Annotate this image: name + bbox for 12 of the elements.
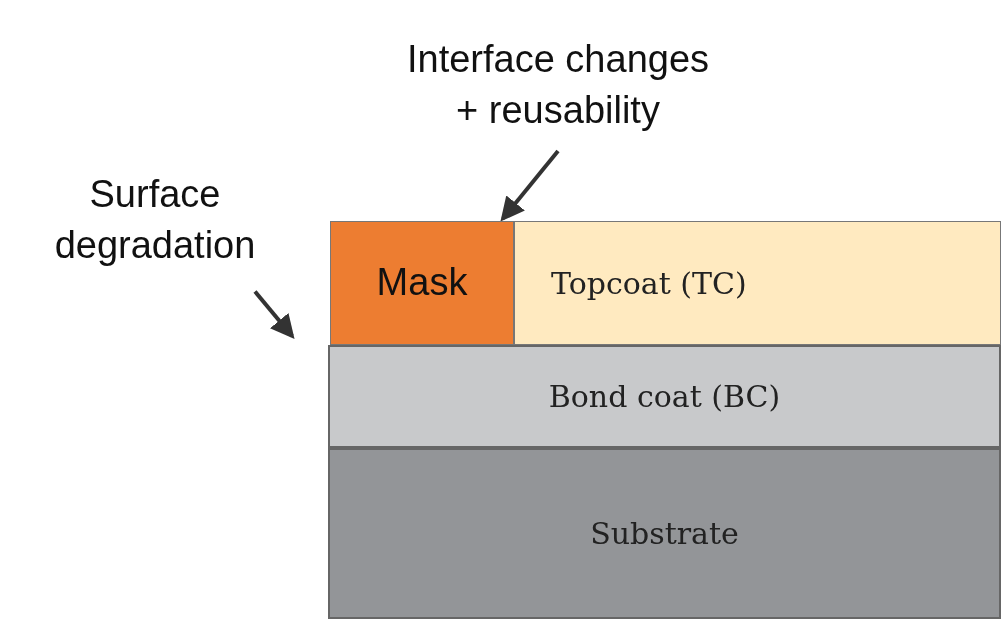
mask-layer	[330, 221, 514, 345]
substrate-layer	[328, 448, 1001, 619]
layer-label: Bond coat (BC)	[548, 379, 781, 414]
arrow	[500, 149, 560, 222]
topcoat-layer	[514, 221, 1001, 345]
arrow	[253, 290, 295, 340]
annotation-text: Surface degradation	[30, 165, 280, 275]
bond-coat-layer	[328, 345, 1001, 448]
layer-label: Substrate	[590, 516, 739, 551]
annotation-text: Interface changes + reusability	[393, 30, 723, 140]
layer-label: Mask	[376, 260, 468, 306]
layer-label: Topcoat (TC)	[551, 265, 747, 301]
